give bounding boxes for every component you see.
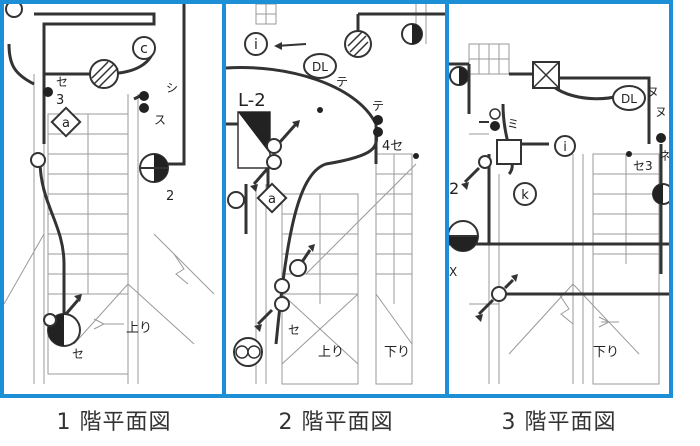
label-i: i	[254, 37, 258, 53]
floor-plan-panel-1: c セ 3 a シ ス 2 上り セ	[0, 0, 228, 398]
floor-plan-3-drawing: DL ヌ ヌ ネ ミ i セ3 2 k X 下り	[449, 43, 669, 385]
label-se3: セ3	[633, 159, 653, 173]
label-kudari-3: 下り	[593, 345, 619, 360]
label-shi: シ	[166, 81, 178, 95]
label-k: k	[521, 188, 529, 203]
caption-1f: 1 階平面図	[56, 410, 172, 435]
label-l2: L-2	[238, 90, 266, 111]
label-i-3: i	[563, 140, 567, 155]
label-agari: 上り	[126, 321, 152, 336]
label-te-2: テ	[372, 99, 384, 113]
label-nu-2: ヌ	[655, 105, 667, 119]
label-agari-2: 上り	[318, 345, 344, 360]
label-a-2: a	[268, 192, 276, 207]
label-se-bottom: セ	[72, 347, 84, 361]
caption-2f: 2 階平面図	[278, 410, 394, 435]
label-4se: 4セ	[382, 139, 403, 154]
label-kudari-2: 下り	[384, 345, 410, 360]
floor-plan-1-drawing: c セ 3 a シ ス 2 上り セ	[4, 4, 215, 384]
label-dl: DL	[312, 60, 328, 74]
label-2-3: 2	[449, 179, 459, 198]
floor-plan-panel-2: i DL テ L-2 テ 4セ a セ 上り 下り	[222, 0, 450, 398]
label-3: 3	[56, 93, 64, 108]
label-x: X	[449, 265, 457, 279]
label-nu-1: ヌ	[647, 85, 659, 99]
floor-plan-2-drawing: i DL テ L-2 テ 4セ a セ 上り 下り	[226, 4, 446, 385]
label-se-top: セ	[56, 75, 68, 89]
label-dl-3: DL	[621, 92, 637, 106]
label-a: a	[62, 116, 70, 131]
caption-3f: 3 階平面図	[501, 410, 617, 435]
label-2: 2	[166, 189, 174, 204]
label-c: c	[140, 41, 148, 57]
label-se-2: セ	[288, 323, 300, 337]
floor-plan-panel-3: DL ヌ ヌ ネ ミ i セ3 2 k X 下り	[445, 0, 673, 398]
label-su: ス	[154, 113, 166, 127]
label-te-1: テ	[336, 75, 348, 89]
label-mi: ミ	[507, 117, 519, 131]
label-ne: ネ	[659, 149, 669, 163]
